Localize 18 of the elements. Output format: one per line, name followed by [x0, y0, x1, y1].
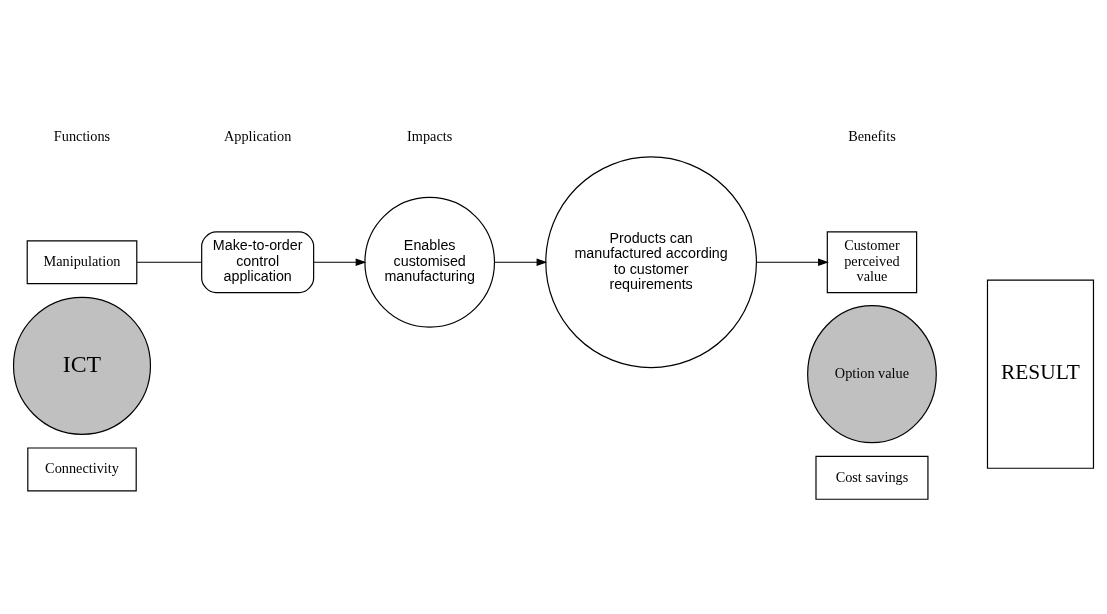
connector [136, 261, 203, 263]
label: Application [223, 127, 292, 144]
arrow [756, 258, 829, 266]
label: Benefits [848, 127, 896, 144]
node-circle: Option value [807, 304, 937, 443]
node-box: RESULT [986, 279, 1095, 469]
node-box: Make-to-order control application [201, 230, 315, 293]
node-circle: ICT [12, 296, 152, 435]
label: Impacts [407, 127, 453, 144]
node-box: Customer perceived value [826, 230, 918, 293]
node-circle: Products can manufactured according to customer requirements [545, 155, 757, 368]
node-box: Manipulation [26, 239, 138, 284]
node-circle: Enables customised manufacturing [364, 196, 496, 328]
label: Functions [53, 127, 111, 144]
node-box: Cost savings [815, 455, 929, 500]
arrow [313, 258, 367, 266]
node-box: Connectivity [27, 446, 137, 491]
arrow [494, 258, 548, 266]
